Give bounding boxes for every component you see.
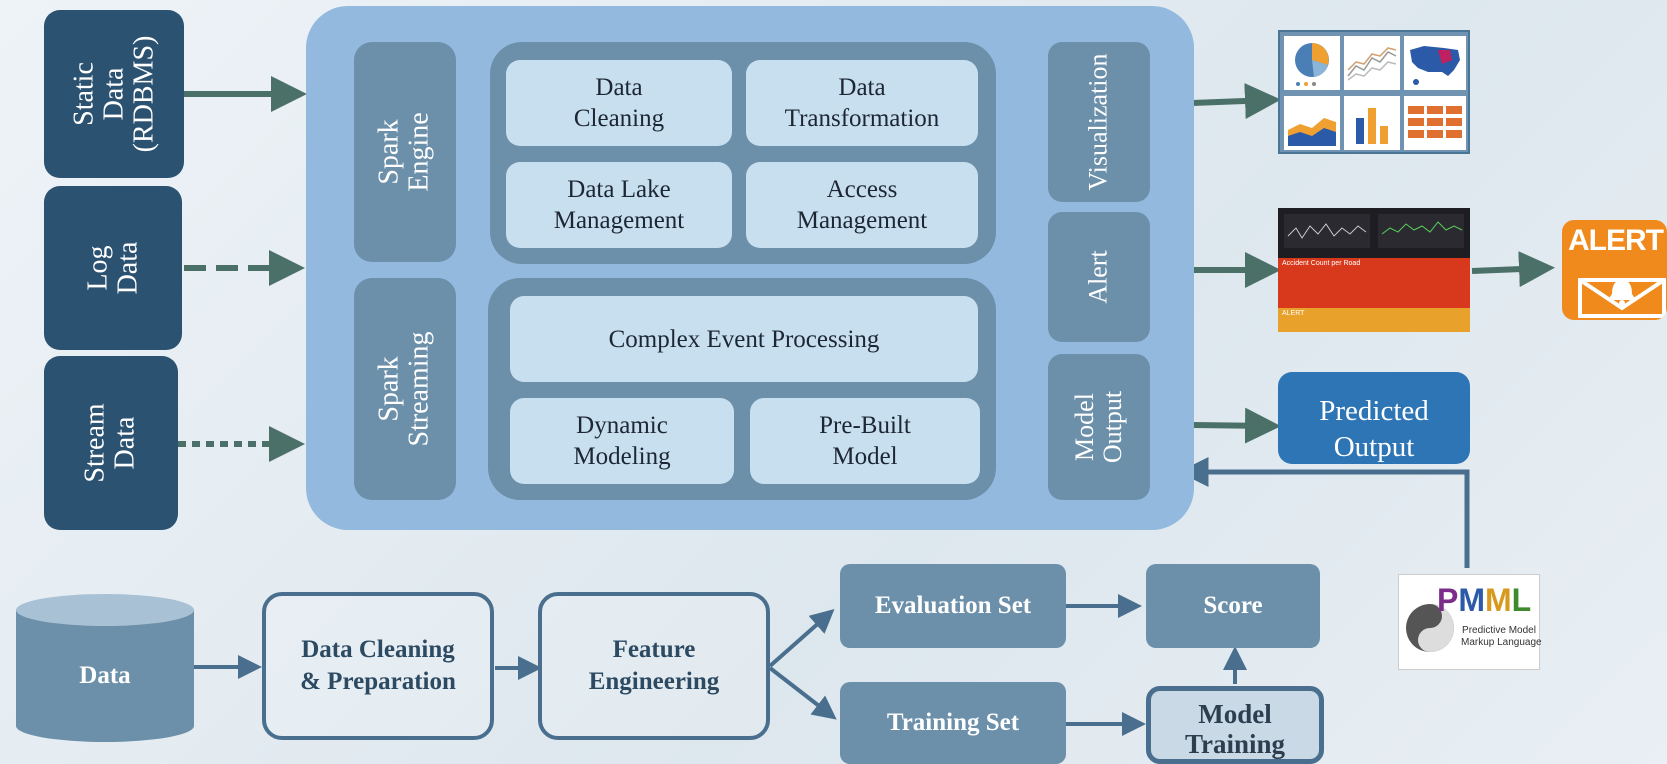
alert-icon: ALERT xyxy=(1562,220,1667,320)
pmml-caption: Predictive Model Markup Language xyxy=(1461,625,1542,648)
pmml-logo: PMML Predictive Model Markup Language xyxy=(1398,574,1542,670)
spark-engine: Spark Engine xyxy=(354,42,456,262)
arrow-feature-to-training xyxy=(768,666,837,720)
stream-data-source: Stream Data xyxy=(44,356,178,530)
access-management-cell: Access Management xyxy=(746,162,978,248)
area-chart-icon xyxy=(1288,118,1336,146)
arrow-to-alert-icon xyxy=(1471,251,1555,288)
data-lake-management-cell: Data Lake Management xyxy=(506,162,732,248)
feature-engineering-step: Feature Engineering xyxy=(538,592,770,740)
monitoring-graph-icon xyxy=(1284,214,1464,248)
alert-icon-label: ALERT xyxy=(1568,224,1664,257)
static-data-source: Static Data (RDBMS) xyxy=(44,10,184,178)
envelope-bell-icon xyxy=(1578,278,1666,318)
data-cleaning-cell: Data Cleaning xyxy=(506,60,732,146)
training-set-step: Training Set xyxy=(840,682,1066,764)
alert-dashboard-orange-row: ALERT xyxy=(1278,308,1470,332)
score-step: Score xyxy=(1146,564,1320,648)
pie-chart-thumbnail xyxy=(1284,36,1340,90)
alert-dashboard-image: Accident Count per Road ALERT xyxy=(1278,208,1470,332)
grid-icon xyxy=(1408,106,1462,138)
arrow-pmml-to-model-output xyxy=(1178,457,1470,568)
visualization-dashboards-image xyxy=(1278,30,1470,154)
bar-chart-thumbnail xyxy=(1344,96,1400,150)
line-chart-icon xyxy=(1347,47,1397,81)
map-icon xyxy=(1410,46,1460,85)
area-chart-thumbnail xyxy=(1284,96,1340,150)
bar-chart-icon xyxy=(1356,108,1388,144)
model-output: Model Output xyxy=(1048,354,1150,500)
table-grid-thumbnail xyxy=(1404,96,1466,150)
log-data-source: Log Data xyxy=(44,186,182,350)
data-cleaning-preparation-step: Data Cleaning & Preparation xyxy=(262,592,494,740)
visualization-output: Visualization xyxy=(1048,42,1150,202)
model-training-step: Model Training xyxy=(1146,686,1324,764)
arrow-feature-to-evaluation xyxy=(768,609,835,668)
alert-output: Alert xyxy=(1048,212,1150,342)
data-transformation-cell: Data Transformation xyxy=(746,60,978,146)
yin-yang-icon xyxy=(1406,604,1454,652)
arrow-to-dashboards xyxy=(1191,83,1281,119)
pre-built-model-cell: Pre-Built Model xyxy=(750,398,980,484)
data-cylinder-label: Data xyxy=(79,662,131,689)
spark-streaming: Spark Streaming xyxy=(354,278,456,500)
us-map-thumbnail xyxy=(1404,36,1466,90)
alert-dashboard-red-row: Accident Count per Road xyxy=(1278,258,1470,308)
evaluation-set-step: Evaluation Set xyxy=(840,564,1066,648)
arrow-to-predicted xyxy=(1191,407,1281,444)
data-cylinder xyxy=(16,594,194,742)
pie-chart-icon xyxy=(1295,43,1329,86)
dynamic-modeling-cell: Dynamic Modeling xyxy=(510,398,734,484)
complex-event-processing-cell: Complex Event Processing xyxy=(510,296,978,382)
predicted-output: Predicted Output xyxy=(1278,372,1470,464)
pmml-wordmark: PMML xyxy=(1437,582,1532,618)
line-chart-thumbnail xyxy=(1344,36,1400,90)
